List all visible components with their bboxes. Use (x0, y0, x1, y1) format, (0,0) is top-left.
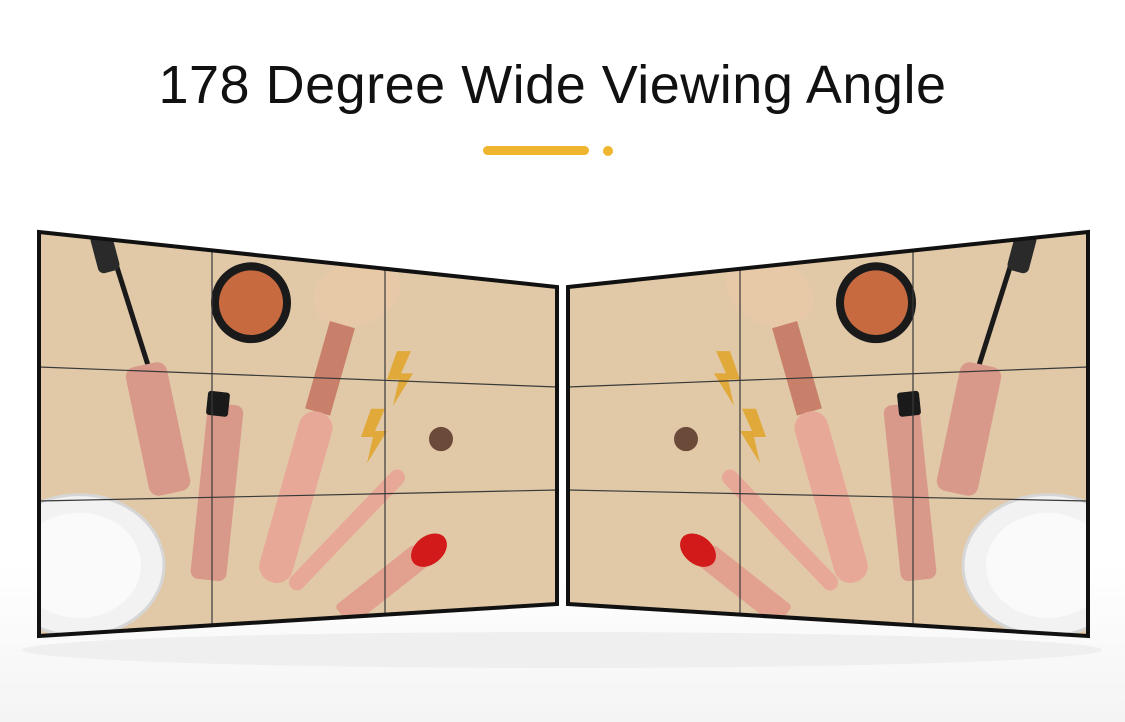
title-underline-bar (483, 146, 589, 155)
right-video-wall (568, 230, 1088, 636)
page-title: 178 Degree Wide Viewing Angle (158, 55, 947, 115)
left-video-wall (39, 230, 557, 636)
title-underline-dot (603, 146, 613, 156)
